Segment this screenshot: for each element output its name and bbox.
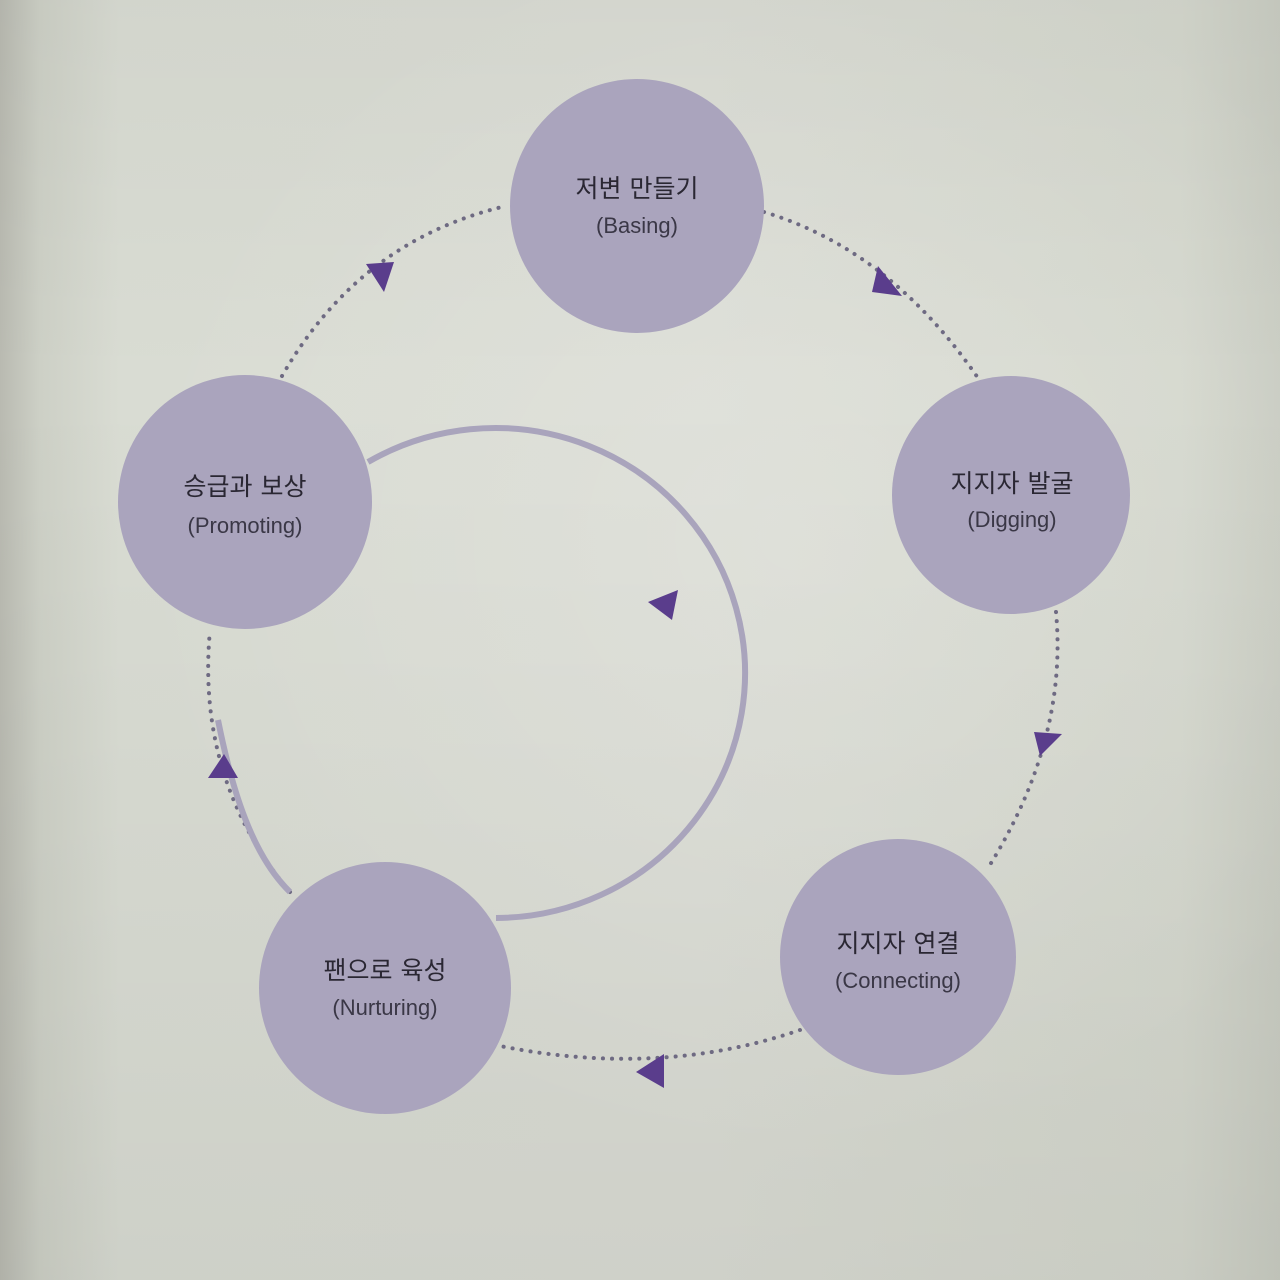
node-digging-label: 지지자 발굴 [951, 469, 1074, 498]
arrow-to-nurturing [636, 1054, 664, 1088]
inner-loop-ring-left [215, 719, 293, 895]
node-nurturing-circle [259, 862, 511, 1114]
connector-basing-digging [762, 210, 980, 380]
arrow-to-digging [872, 266, 902, 296]
node-connecting-label: 지지자 연결 [837, 929, 960, 958]
node-digging: 지지자 발굴 (Digging) [892, 376, 1130, 614]
arrow-inner-loop [648, 590, 678, 620]
node-basing: 저변 만들기 (Basing) [510, 79, 764, 333]
node-nurturing-label: 팬으로 육성 [324, 956, 447, 985]
node-nurturing-sub: (Nurturing) [332, 995, 437, 1020]
cycle-arrows [208, 262, 1062, 1088]
connector-promoting-basing [280, 204, 508, 378]
node-promoting-sub: (Promoting) [188, 513, 303, 538]
node-basing-sub: (Basing) [596, 213, 678, 238]
node-digging-circle [892, 376, 1130, 614]
arrow-to-connecting [1034, 732, 1062, 756]
node-promoting: 승급과 보상 (Promoting) [118, 375, 372, 629]
node-promoting-label: 승급과 보상 [184, 472, 307, 501]
node-basing-label: 저변 만들기 [576, 174, 699, 203]
node-basing-circle [510, 79, 764, 333]
arrow-to-basing [366, 262, 394, 292]
node-nurturing: 팬으로 육성 (Nurturing) [259, 862, 511, 1114]
node-connecting: 지지자 연결 (Connecting) [780, 839, 1016, 1075]
node-digging-sub: (Digging) [967, 507, 1056, 532]
connector-connecting-nurturing [498, 1028, 802, 1061]
node-connecting-circle [780, 839, 1016, 1075]
inner-loop-ring [366, 425, 749, 921]
node-promoting-circle [118, 375, 372, 629]
node-connecting-sub: (Connecting) [835, 968, 961, 993]
arrow-to-promoting [208, 754, 238, 778]
